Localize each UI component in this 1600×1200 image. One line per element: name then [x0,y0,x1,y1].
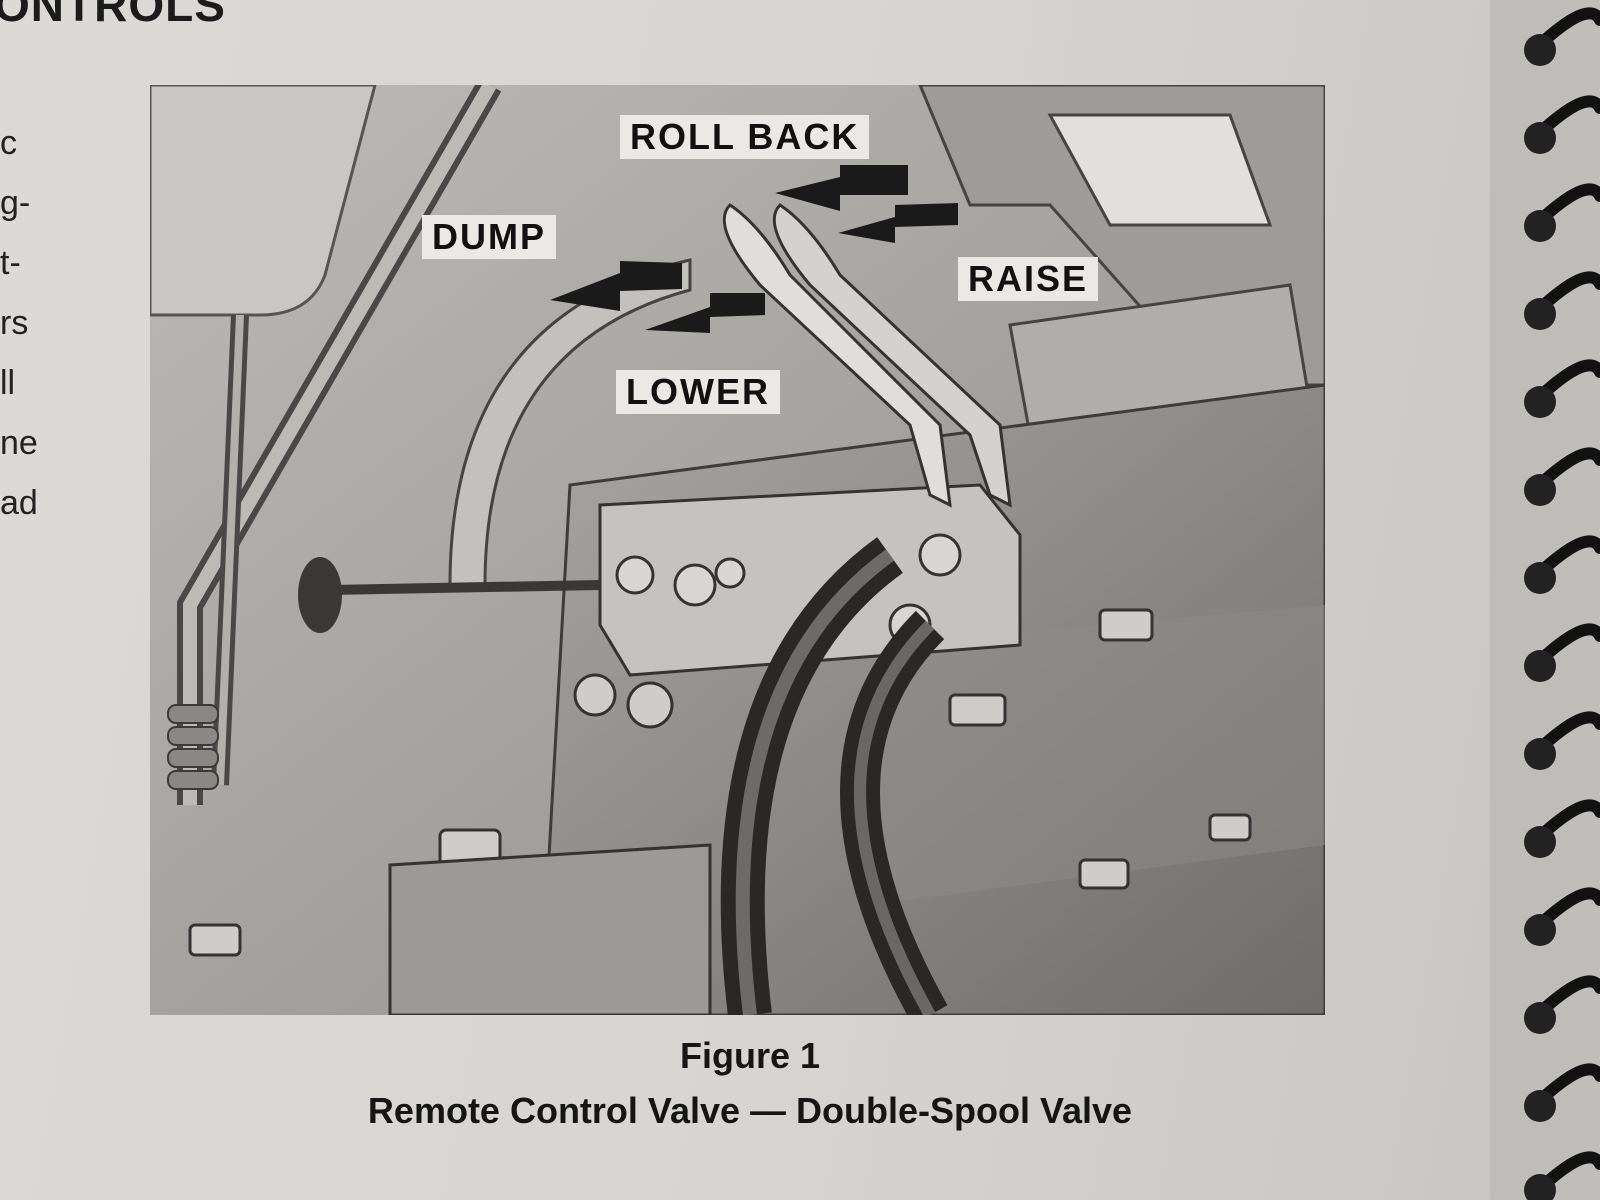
callout-raise: RAISE [958,257,1099,301]
figure-photo: ROLL BACK DUMP RAISE LOWER [150,85,1325,1015]
text-fragment: g- [0,184,31,222]
callout-roll-back: ROLL BACK [620,115,870,159]
text-fragment: ll [0,364,16,402]
valve-illustration [150,85,1325,1015]
spiral-binding [1490,0,1600,1200]
callout-lower: LOWER [616,370,780,414]
text-fragment: ne [0,424,38,462]
text-fragment: rs [0,304,29,342]
manual-page: ONTROLS c g- t- rs ll ne ad [0,0,1510,1200]
figure-caption: Remote Control Valve — Double-Spool Valv… [367,1090,1133,1131]
text-fragment: c [0,124,17,162]
figure-number: Figure 1 [679,1035,821,1076]
text-fragment: t- [0,244,21,282]
section-heading: ONTROLS [0,0,226,31]
text-fragment: ad [0,484,38,522]
callout-dump: DUMP [422,215,556,259]
